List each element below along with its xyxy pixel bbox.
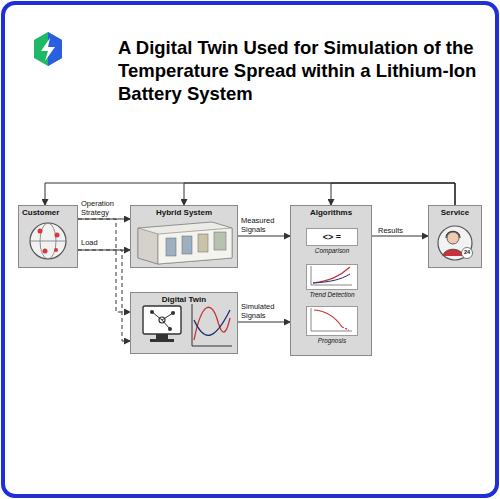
edge-label: Measured Signals <box>241 216 289 234</box>
hybrid-system-box: Hybrid System <box>130 205 238 268</box>
connector <box>238 236 290 237</box>
tool-caption: Comparison <box>301 246 363 255</box>
symbol-text: <> = <box>323 232 341 242</box>
box-heading: Algorithms <box>310 208 352 217</box>
digital-twin-box: Digital Twin <box>130 292 238 354</box>
algorithms-box: Algorithms <> = ComparisonTrend DetectionP… <box>290 205 372 356</box>
customer-icon <box>30 223 66 259</box>
connector <box>372 236 428 237</box>
connector <box>184 183 455 205</box>
service-icon <box>438 226 473 260</box>
box-heading: Hybrid System <box>156 208 212 217</box>
logo <box>34 32 62 66</box>
box-heading: Customer <box>22 208 59 217</box>
hybrid-system-illustration <box>138 222 232 264</box>
digital-twin-icon <box>143 304 232 346</box>
comparison-tool: <> = Comparison <box>301 228 363 258</box>
customer-box: Customer <box>18 205 78 268</box>
box-heading: Digital Twin <box>162 295 206 304</box>
edge-label: Results <box>378 226 418 235</box>
connector <box>331 183 455 205</box>
icon-panel <box>306 306 358 336</box>
border <box>3 3 497 496</box>
tool-caption: Prognosis <box>301 336 363 345</box>
service-box: Service <box>428 205 482 268</box>
connector <box>78 250 130 341</box>
connector <box>238 322 290 323</box>
title: A Digital Twin Used for Simulation of th… <box>118 36 490 105</box>
edge-label: Load <box>81 238 111 247</box>
box-heading: Service <box>441 208 469 217</box>
prognosis-tool: Prognosis <box>301 306 363 348</box>
prognosis-chart <box>311 308 352 331</box>
icon-panel <box>306 264 358 290</box>
edge-label: Operation Strategy <box>81 199 125 217</box>
edge-label: Simulated Signals <box>241 302 289 320</box>
trend-chart <box>311 266 352 285</box>
icon-panel: <> = <box>306 228 358 246</box>
badge-number: 24 <box>462 249 472 256</box>
trend-detection-tool: Trend Detection <box>301 264 363 302</box>
tool-caption: Trend Detection <box>301 290 363 299</box>
